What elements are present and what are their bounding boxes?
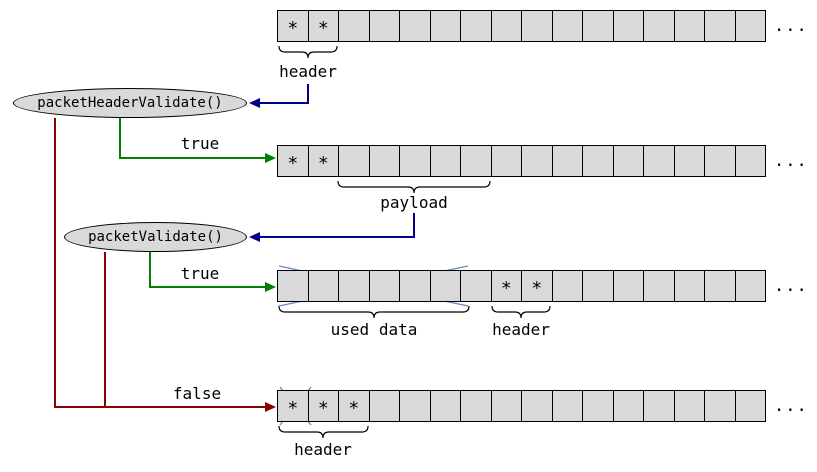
callback-arrow-payload [249,213,415,242]
packet-cell [734,270,766,302]
false-arrow [54,118,276,412]
packet-cells: ** [277,270,766,302]
packet-cell [551,390,583,422]
packet-cell: * [307,390,339,422]
packet-cell [734,145,766,177]
packet-row-3: ** ... [277,270,808,302]
packet-cell [521,10,553,42]
packet-cell [399,10,431,42]
callback-arrow-header [249,84,309,108]
packet-cell [368,270,400,302]
brace-header-row3 [491,305,551,319]
branch-label-true-1: true [180,134,220,153]
ellipsis: ... [774,276,808,296]
packet-cell: * [307,145,339,177]
packet-row-4: *** ... [277,390,808,422]
packet-cell [338,270,370,302]
packet-cell [643,270,675,302]
packet-cell: * [490,270,522,302]
packet-cell [490,390,522,422]
packet-cell [734,10,766,42]
packet-cells: *** [277,390,766,422]
packet-cell [582,145,614,177]
packet-cell [399,390,431,422]
packet-cell [673,390,705,422]
annotation-header-row1: header [279,62,337,81]
packet-cell [368,10,400,42]
packet-cells: ** [277,10,766,42]
packet-cell [429,10,461,42]
packet-cell [582,10,614,42]
brace-payload [337,180,491,194]
ellipsis: ... [774,151,808,171]
packet-cell [612,10,644,42]
packet-cell: * [277,145,309,177]
packet-cell [460,145,492,177]
packet-cell [582,390,614,422]
packet-cell [521,145,553,177]
branch-label-false: false [172,384,222,403]
packet-cell [643,10,675,42]
packet-cell [704,270,736,302]
packet-cell: * [521,270,553,302]
packet-cell: * [277,390,309,422]
packet-cell [460,390,492,422]
packet-cell: * [307,10,339,42]
packet-cell [429,145,461,177]
packet-cell [551,270,583,302]
packet-cell [399,145,431,177]
brace-header-row4 [278,425,369,439]
packet-cell [704,145,736,177]
function-label: packetValidate() [88,229,223,245]
packet-cell [490,145,522,177]
packet-cell [734,390,766,422]
annotation-used-data: used data [330,320,418,339]
packet-row-2: ** ... [277,145,808,177]
annotation-header-row3: header [492,320,550,339]
packet-cell [551,145,583,177]
packet-cell [429,390,461,422]
packet-cell [673,145,705,177]
packet-row-1: ** ... [277,10,808,42]
packet-cell [460,270,492,302]
packet-cell [338,145,370,177]
packet-cell [551,10,583,42]
packet-cell [673,270,705,302]
packet-cell [399,270,431,302]
packet-cell [460,10,492,42]
packet-cell [704,390,736,422]
packet-cell [521,390,553,422]
brace-header-row1 [278,45,338,59]
packet-cell [429,270,461,302]
packet-cell [307,270,339,302]
packet-cell [368,390,400,422]
packet-cell [490,10,522,42]
annotation-payload: payload [380,193,448,212]
function-node-packet-validate: packetValidate() [64,222,247,252]
packet-cell [643,390,675,422]
ellipsis: ... [774,16,808,36]
packet-cell [704,10,736,42]
function-label: packetHeaderValidate() [37,95,223,111]
packet-cell [582,270,614,302]
packet-cell [368,145,400,177]
brace-used-data [278,305,470,319]
packet-cells: ** [277,145,766,177]
function-node-packet-header-validate: packetHeaderValidate() [13,88,247,118]
packet-cell [612,145,644,177]
branch-label-true-2: true [180,264,220,283]
packet-cell [673,10,705,42]
packet-cell: * [277,10,309,42]
annotation-header-row4: header [294,440,352,459]
packet-cell [338,10,370,42]
packet-cell: * [338,390,370,422]
packet-cell [612,270,644,302]
packet-cell [643,145,675,177]
packet-cell [612,390,644,422]
packet-cell [277,270,309,302]
ellipsis: ... [774,396,808,416]
